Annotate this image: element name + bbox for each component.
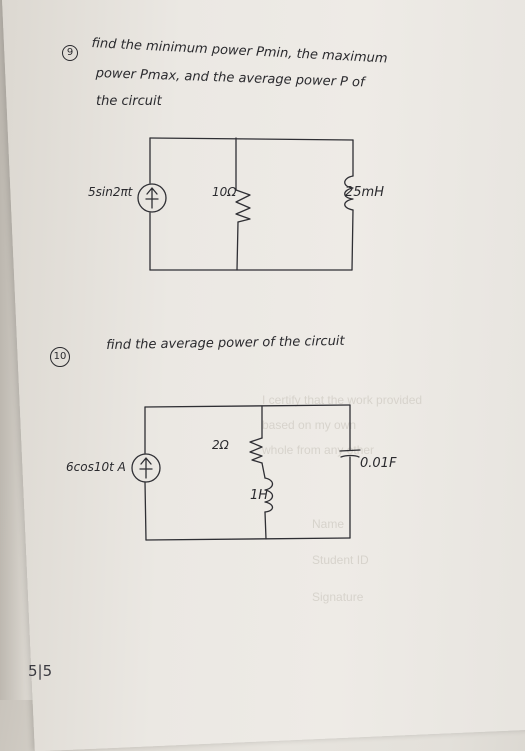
problem-9-line-3: the circuit	[96, 94, 162, 109]
p9-top-wire	[149, 137, 354, 141]
problem-10-capacitor-label: 0.01F	[360, 456, 397, 471]
p10-inductor-coil	[264, 477, 274, 513]
problem-9-inductor-label: 25mH	[345, 185, 384, 200]
circuit-drawings	[131, 137, 361, 541]
problem-9-number: 9	[62, 45, 78, 61]
problem-10-source-label: 6cos10t A	[66, 460, 126, 474]
p10-left-wire-bottom	[144, 481, 147, 541]
p10-mid-wire-mid	[261, 462, 266, 479]
p9-right-wire-bottom	[351, 209, 354, 271]
p10-capacitor-plate-top	[339, 449, 361, 452]
p9-resistor-zigzag	[235, 189, 251, 223]
p10-resistor-zigzag	[249, 437, 263, 464]
bleed-text-3: whole from any other	[262, 443, 375, 457]
p10-bottom-wire	[145, 537, 351, 541]
page-number: 5|5	[28, 662, 53, 680]
problem-9-circuit	[137, 137, 354, 271]
p9-current-source	[137, 183, 167, 213]
bleed-text-1: I certify that the work provided	[262, 393, 423, 407]
p10-capacitor-plate-bottom	[340, 454, 360, 458]
problem-10-number: 10	[50, 347, 70, 367]
bleed-student-id: Student ID	[312, 553, 369, 567]
bleed-text-2: based on my own	[262, 418, 357, 432]
p10-current-source	[131, 453, 161, 483]
problem-10-inductor-label: 1H	[250, 488, 269, 503]
p10-mid-wire-bottom	[264, 511, 267, 540]
problem-10-circuit	[131, 404, 361, 541]
bleed-name: Name	[312, 517, 345, 531]
p10-top-wire	[144, 404, 351, 408]
p9-mid-wire-bottom	[236, 221, 239, 271]
problem-10-resistor-label: 2Ω	[212, 438, 229, 452]
bleed-signature: Signature	[312, 590, 364, 604]
p9-inductor-coil	[344, 175, 354, 211]
problem-9-resistor-label: 10Ω	[212, 185, 237, 199]
problem-9-source-label: 5sin2πt	[88, 185, 133, 199]
